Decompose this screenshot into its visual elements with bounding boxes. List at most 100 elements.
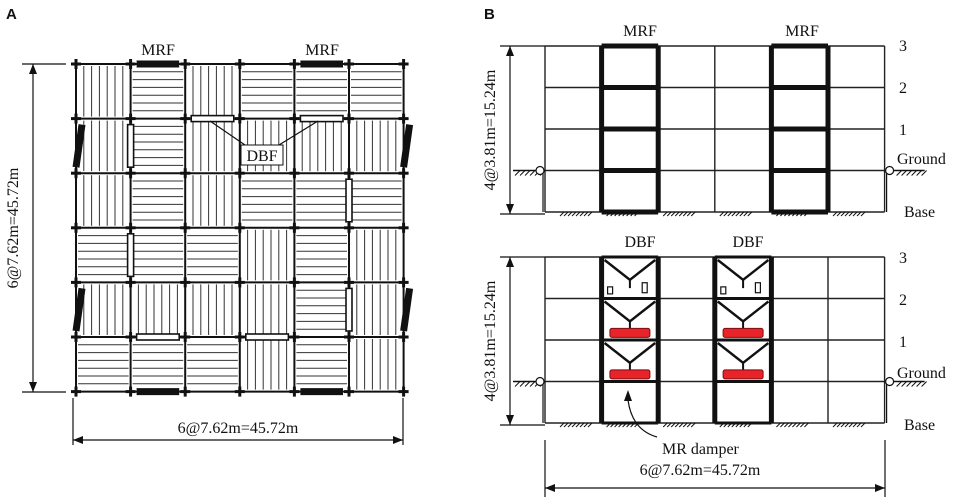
elev-base-hatch [792, 422, 797, 428]
elev-base-hatch [852, 211, 858, 217]
elev-base-hatch [836, 211, 842, 217]
elev-ground-hatch [921, 170, 927, 176]
plan-side-dimension [22, 63, 66, 393]
elev-base-hatch [735, 422, 741, 428]
elev-base-hatch [739, 211, 745, 217]
elev-base-hatch [784, 422, 789, 428]
elev-base-hatch [840, 211, 846, 217]
mr-damper-arrowhead [624, 390, 632, 401]
elev-brace-detail [606, 286, 614, 295]
elev-base-hatch [678, 422, 684, 428]
elev-roller-support [535, 376, 545, 387]
elev-bot-side-dimension [500, 256, 545, 426]
elev-roller-support [884, 165, 895, 176]
elev-mr-damper [722, 369, 764, 380]
elev-base-hatch [662, 422, 668, 428]
elev-dbf-label-right: DBF [732, 234, 763, 251]
elev-base-hatch [571, 211, 577, 217]
elev-ground-hatch [916, 170, 922, 176]
elev-base-hatch [747, 422, 753, 428]
mr-damper-leader [627, 399, 658, 438]
elev-bottom-dim-text: 6@7.62m=45.72m [640, 462, 761, 479]
elev-base-hatch [776, 211, 781, 217]
elev-ground-hatch [519, 381, 526, 387]
elev-base-hatch [727, 422, 733, 428]
panel-b-label: B [484, 6, 495, 23]
floor-plan [71, 59, 414, 397]
panel-a-label: A [6, 6, 17, 23]
elev-base-hatch [614, 422, 619, 428]
elev-base-hatch [848, 422, 854, 428]
elev-base-hatch [634, 211, 639, 217]
elev-ground-hatch [916, 381, 922, 387]
elev-base-hatch [788, 422, 793, 428]
elev-base-hatch [626, 422, 631, 428]
elevation-mrf-frame [513, 43, 927, 217]
elev-base-hatch [780, 211, 785, 217]
elev-bot-ground-label: Ground [897, 365, 946, 382]
elev-base-hatch [840, 422, 846, 428]
elev-base-hatch [563, 211, 569, 217]
elev-base-hatch [559, 211, 565, 217]
elev-base-hatch [848, 211, 854, 217]
elev-base-hatch [832, 422, 838, 428]
elev-base-hatch [587, 211, 593, 217]
elev-ground-hatch [896, 170, 902, 176]
plan-dbf-brace [345, 287, 353, 332]
elev-base-hatch [567, 211, 573, 217]
plan-dbf-brace [126, 233, 135, 278]
elev-dbf-label-left: DBF [624, 234, 655, 251]
elev-base-hatch [727, 211, 733, 217]
elev-base-hatch [610, 422, 615, 428]
elev-base-hatch [678, 211, 684, 217]
elev-base-hatch [682, 422, 688, 428]
plan-mrf-beam [72, 287, 86, 332]
plan-mrf-beam [400, 124, 414, 168]
elev-base-hatch [622, 211, 627, 217]
elev-chevron-brace [717, 342, 770, 365]
elev-base-hatch [674, 211, 680, 217]
elev-base-hatch [622, 422, 627, 428]
elev-base-hatch [776, 422, 781, 428]
elev-bot-base-label: Base [904, 417, 935, 434]
elev-ground-hatch [514, 381, 521, 387]
elev-bottom-dimension [544, 440, 886, 497]
elev-chevron-brace [603, 300, 656, 323]
elev-base-hatch [860, 422, 866, 428]
elev-bot-side-dim-text: 4@3.81m=15.24m [482, 280, 499, 401]
plan-dbf-label: DBF [246, 148, 277, 165]
elev-base-hatch [832, 211, 838, 217]
elev-base-hatch [800, 422, 805, 428]
elev-base-hatch [626, 211, 631, 217]
elev-top-base-label: Base [904, 204, 935, 221]
plan-mrf-beam [72, 124, 86, 168]
elev-ground-hatch [896, 381, 902, 387]
elev-chevron-brace [717, 300, 770, 323]
elev-base-hatch [796, 211, 801, 217]
elev-base-hatch [739, 422, 745, 428]
elevation-dbf-frame [513, 255, 927, 428]
elev-base-hatch [723, 211, 729, 217]
elev-base-hatch [731, 422, 737, 428]
elev-chevron-brace [603, 259, 656, 282]
elev-base-hatch [630, 211, 635, 217]
elev-ground-hatch [906, 381, 912, 387]
dbf-leader-left [209, 120, 246, 146]
plan-dbf-brace [190, 114, 235, 123]
elev-base-hatch [610, 211, 615, 217]
elev-roller-support [884, 376, 895, 387]
elev-ground-hatch [529, 170, 536, 176]
dbf-leader-right [278, 120, 319, 146]
elev-top-side-dim-text: 4@3.81m=15.24m [482, 69, 499, 190]
elev-base-hatch [571, 422, 577, 428]
elev-ground-hatch [921, 381, 927, 387]
elev-base-hatch [670, 211, 676, 217]
elev-mr-damper [609, 327, 651, 338]
elev-base-hatch [686, 422, 692, 428]
elev-mr-damper [722, 327, 764, 338]
dbf-callout-box [240, 144, 284, 166]
elev-base-hatch [630, 422, 635, 428]
elev-chevron-brace [717, 259, 770, 282]
elev-base-hatch [674, 422, 680, 428]
